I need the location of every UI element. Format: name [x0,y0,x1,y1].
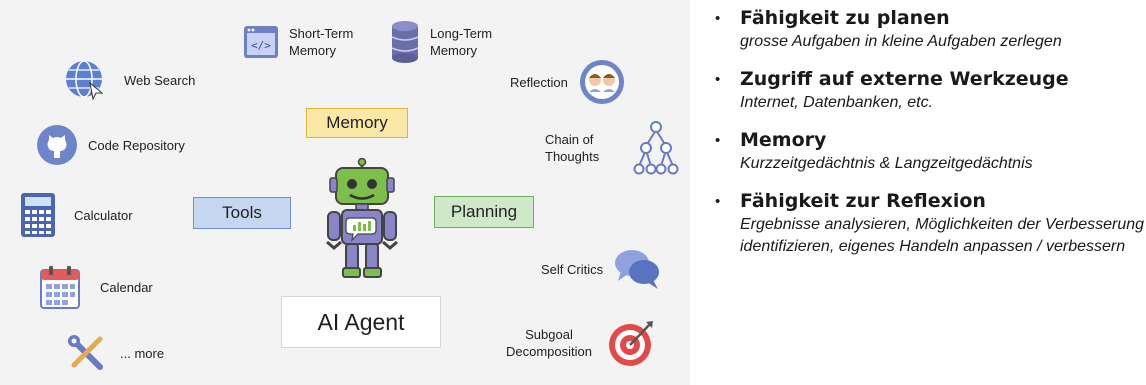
target-icon [609,321,653,366]
calendar-icon [40,266,80,309]
more-tools-label: ... more [120,345,165,361]
long-term-memory-item: Long-Term Memory [390,20,500,64]
web-search-item: Web Search [64,59,195,101]
bullet-heading: Memory [740,129,827,151]
code-repository-label: Code Repository [88,137,185,153]
globe-icon [66,60,104,101]
self-critics-label: Self Critics [541,261,604,277]
subgoal-decomposition-label: Subgoal Decomposition [506,327,592,359]
self-critics-item: Self Critics [541,247,661,291]
short-term-memory-item: </> Short-Term Memory [243,22,359,62]
code-window-icon: </> [244,26,278,58]
speech-bubbles-icon [615,250,660,289]
bullet-dot: • [715,132,721,149]
long-term-memory-label: Long-Term Memory [430,26,493,58]
tree-icon [633,121,679,175]
bullet-heading: Fähigkeit zu planen [740,7,950,29]
subgoal-decomposition-item: Subgoal Decomposition [502,318,656,368]
bullet-item: • Fähigkeit zu planen grosse Aufgaben in… [705,6,1145,53]
more-tools-item: ... more [66,333,164,373]
bullet-description: grosse Aufgaben in kleine Aufgaben zerle… [740,33,1062,50]
bullet-description: Ergebnisse analysieren, Möglichkeiten de… [740,216,1145,255]
calculator-icon [21,193,55,237]
calculator-item: Calculator [20,192,133,238]
reflection-item: Reflection [510,58,626,106]
chain-of-thoughts-label: Chain of Thoughts [545,132,600,164]
bullet-item: • Memory Kurzzeitgedächtnis & Langzeitge… [705,128,1145,175]
bullet-heading: Fähigkeit zur Reflexion [740,190,986,212]
web-search-label: Web Search [124,72,196,88]
bullet-dot: • [715,71,721,88]
calendar-item: Calendar [40,265,153,309]
short-term-memory-label: Short-Term Memory [289,26,354,58]
chain-of-thoughts-item: Chain of Thoughts [545,120,679,176]
bullet-heading: Zugriff auf externe Werkzeuge [740,68,1069,90]
planning-category-box: Planning [434,196,534,228]
svg-text:</>: </> [251,39,271,52]
ai-agent-box: AI Agent [281,296,441,348]
tools-icon [68,335,103,370]
mirror-faces-icon [579,60,624,104]
github-icon [37,125,77,165]
bullet-dot: • [715,193,721,210]
code-repository-item: Code Repository [36,124,185,166]
calculator-label: Calculator [74,207,133,223]
bullet-description: Kurzzeitgedächtnis & Langzeitgedächtnis [740,155,1033,172]
tools-category-box: Tools [193,197,291,229]
reflection-label: Reflection [510,74,568,90]
memory-category-box: Memory [306,108,408,138]
bullet-description: Internet, Datenbanken, etc. [740,94,934,111]
agent-diagram: </> Short-Term Memory Long-Term Memory W… [0,0,690,385]
capabilities-list: • Fähigkeit zu planen grosse Aufgaben in… [705,6,1145,272]
bullet-dot: • [715,10,721,27]
robot-icon [326,158,398,278]
bullet-item: • Zugriff auf externe Werkzeuge Internet… [705,67,1145,114]
calendar-label: Calendar [100,279,153,295]
database-icon [391,21,419,63]
bullet-item: • Fähigkeit zur Reflexion Ergebnisse ana… [705,189,1145,258]
